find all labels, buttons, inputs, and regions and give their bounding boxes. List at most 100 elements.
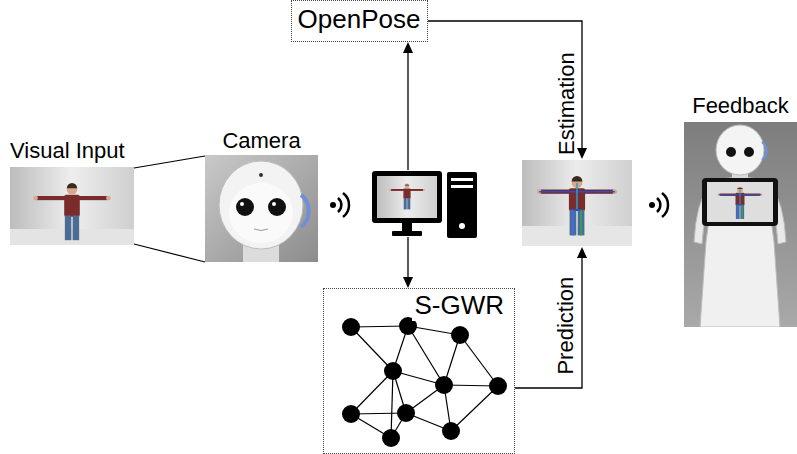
- person-figure: [403, 188, 410, 198]
- input-image: [73, 216, 80, 241]
- input-image: [10, 167, 134, 245]
- image-heading: Visual Input: [10, 138, 134, 163]
- wireless-symbol: [338, 198, 341, 212]
- view-cone: [134, 156, 205, 262]
- person-figure: [576, 183, 577, 210]
- robot-head-photo: [254, 229, 268, 231]
- input-image: [64, 195, 80, 217]
- process-box: OpenPose: [291, 0, 428, 42]
- arrowhead: [577, 247, 587, 258]
- robot-head-photo: [205, 155, 318, 262]
- input-image: [33, 196, 38, 201]
- wireless-symbol: [662, 193, 668, 217]
- image-heading: Camera: [205, 128, 318, 153]
- network-graph: [451, 326, 469, 344]
- network-graph: [391, 371, 393, 438]
- computer-icon: [372, 171, 477, 238]
- input-image: [10, 167, 134, 245]
- robot-photo: [737, 205, 738, 219]
- view-cone: [134, 156, 205, 168]
- network-box: S-GWR: [323, 288, 515, 454]
- image-panel: Camera: [205, 128, 318, 156]
- person-figure: [389, 189, 391, 191]
- robot-photo: [736, 205, 740, 219]
- person-figure: [570, 210, 577, 236]
- robot-photo: [726, 147, 736, 157]
- node-title: OpenPose: [298, 5, 421, 35]
- arrow-line: [428, 21, 583, 156]
- network-graph: [460, 335, 498, 386]
- computer-icon: [447, 172, 477, 238]
- wireless-symbol: [649, 193, 668, 217]
- person-figure: [578, 210, 585, 236]
- arrow-line: [407, 44, 408, 170]
- robot-photo: [742, 205, 743, 219]
- wireless-symbol: [649, 202, 655, 208]
- network-graph: [384, 362, 402, 380]
- computer-icon: [372, 171, 442, 223]
- view-cone: [134, 244, 205, 262]
- arrowhead: [577, 148, 587, 159]
- person-figure: [580, 210, 581, 236]
- person-figure: [405, 184, 410, 186]
- person-figure: [407, 198, 410, 209]
- wireless-symbol: [343, 193, 349, 217]
- robot-photo: [744, 147, 754, 157]
- arrowhead: [403, 42, 413, 53]
- robot-photo: [738, 204, 743, 205]
- wireless-symbol: [330, 193, 349, 217]
- robot-photo: [718, 187, 763, 219]
- robot-photo: [740, 190, 741, 205]
- node-title: S-GWR: [412, 291, 506, 321]
- image-heading: Feedback: [684, 93, 797, 118]
- person-figure: [572, 210, 573, 236]
- input-image: [67, 183, 77, 188]
- computer-icon: [451, 178, 473, 181]
- person-figure: [572, 176, 583, 181]
- network-graph: [342, 318, 360, 336]
- network-graph: [382, 429, 400, 447]
- person-figure: [423, 189, 425, 191]
- image-panel: Feedback: [684, 93, 797, 123]
- output-image: [522, 160, 632, 246]
- computer-icon: [451, 185, 473, 188]
- robot-head-photo: [219, 161, 303, 249]
- input-image: [10, 229, 134, 245]
- person-figure: [537, 176, 617, 235]
- robot-head-photo: [205, 155, 318, 262]
- arrow-label: Estimation: [553, 53, 578, 156]
- wireless-symbol: [330, 202, 336, 208]
- robot-head-photo: [240, 202, 244, 206]
- network-graph: [489, 377, 507, 395]
- robot-photo: [740, 205, 744, 219]
- network-graph: [397, 404, 415, 422]
- network-graph: [451, 386, 498, 431]
- arrowhead: [403, 277, 413, 288]
- robot-photo: [684, 122, 797, 327]
- computer-icon: [392, 231, 422, 236]
- robot-photo: [737, 188, 743, 189]
- network-graph: [342, 405, 360, 423]
- robot-head-photo: [272, 202, 276, 206]
- arrow-line: [515, 250, 582, 388]
- robot-photo: [716, 125, 764, 175]
- person-figure: [573, 209, 581, 210]
- arrow-label: Prediction: [553, 277, 578, 375]
- robot-photo: [707, 182, 773, 222]
- network-graph: [442, 422, 460, 440]
- network-graph: [351, 327, 393, 371]
- robot-photo: [700, 177, 780, 327]
- input-image: [106, 196, 111, 201]
- robot-head-photo: [301, 195, 309, 227]
- computer-icon: [402, 223, 412, 232]
- robot-photo: [684, 122, 797, 327]
- robot-head-photo: [259, 173, 263, 177]
- computer-icon: [377, 176, 437, 218]
- wireless-symbol: [657, 198, 660, 212]
- robot-head-photo: [236, 198, 254, 216]
- input-image: [65, 216, 72, 241]
- person-figure: [404, 198, 407, 209]
- output-image: [522, 160, 632, 246]
- network-graph: [351, 371, 393, 414]
